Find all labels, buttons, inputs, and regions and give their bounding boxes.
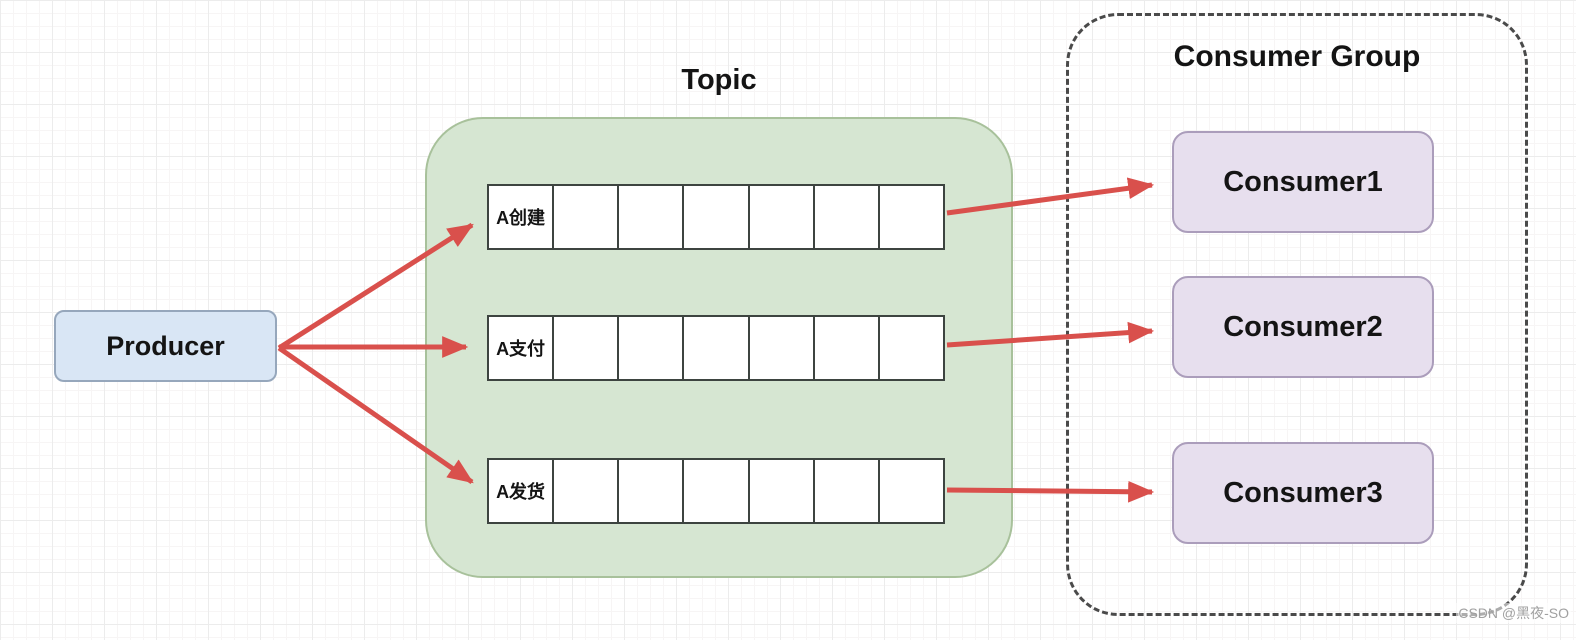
producer-node: Producer [54,310,277,382]
partition-label-cell: A发货 [496,482,546,502]
partition-label-cell: A创建 [496,208,546,228]
partition-row-2: A支付 [487,315,945,381]
consumer-group-container [1066,13,1528,616]
partition-cell [812,186,878,248]
partition-cell [617,317,682,379]
partition-cell [747,186,813,248]
partition-cell [617,460,682,522]
partition-cell [747,460,813,522]
partition-cell [877,460,943,522]
consumer2-node: Consumer2 [1172,276,1434,378]
topic-title: Topic [681,64,757,96]
partition-row-3: A发货 [487,458,945,524]
consumer-group-title: Consumer Group [1173,40,1421,73]
partition-cell [682,186,747,248]
partition-cell [617,186,682,248]
partition-label-cell: A支付 [496,339,546,359]
partition-cell [812,317,878,379]
watermark: CSDN @黑夜-SO [1456,603,1571,623]
partition-cell [552,460,617,522]
partition-cell [682,460,747,522]
partition-cell [747,317,813,379]
consumer1-node: Consumer1 [1172,131,1434,233]
partition-cell [877,317,943,379]
partition-cell [682,317,747,379]
partition-row-1: A创建 [487,184,945,250]
partition-cell [877,186,943,248]
partition-cell [812,460,878,522]
consumer3-node: Consumer3 [1172,442,1434,544]
partition-cell [552,317,617,379]
partition-cell [552,186,617,248]
